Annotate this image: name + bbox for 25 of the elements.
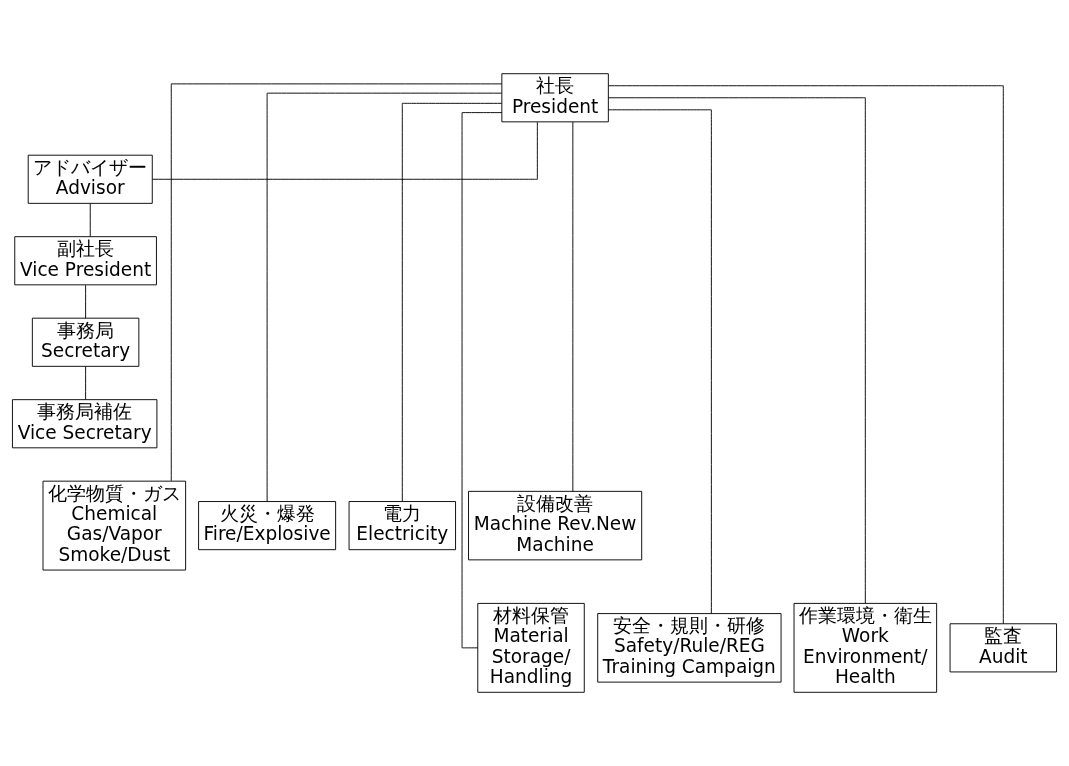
connector (608, 85, 1004, 625)
node-box: 火災・爆発 Fire/Explosive (198, 501, 337, 551)
node-box: 事務局 Secretary (31, 317, 140, 367)
node-box: 材料保管 Material Storage/ Handling (477, 602, 585, 693)
connector (461, 112, 503, 649)
connector (170, 83, 503, 482)
node-box: 化学物質・ガス Chemical Gas/Vapor Smoke/Dust (42, 480, 187, 571)
connector (401, 102, 503, 502)
connector (85, 366, 87, 401)
node-box: 副社長 Vice President (14, 236, 157, 286)
node-box: 作業環境・衛生 Work Environment/ Health (793, 602, 938, 693)
node-box: 安全・規則・研修 Safety/Rule/REG Training Campaign (597, 613, 782, 683)
connector (572, 121, 574, 492)
node-box: 社長 President (501, 73, 609, 123)
connector (607, 109, 712, 614)
connector (89, 203, 91, 238)
connector (151, 121, 538, 180)
connector (607, 97, 866, 604)
node-box: アドバイザー Advisor (27, 154, 153, 204)
connector (266, 92, 503, 502)
node-box: 監査 Audit (949, 623, 1057, 673)
node-box: 事務局補佐 Vice Secretary (12, 399, 158, 449)
connector (85, 284, 87, 319)
node-box: 設備改善 Machine Rev.New Machine (468, 490, 643, 561)
node-box: 電力 Electricity (348, 501, 457, 551)
